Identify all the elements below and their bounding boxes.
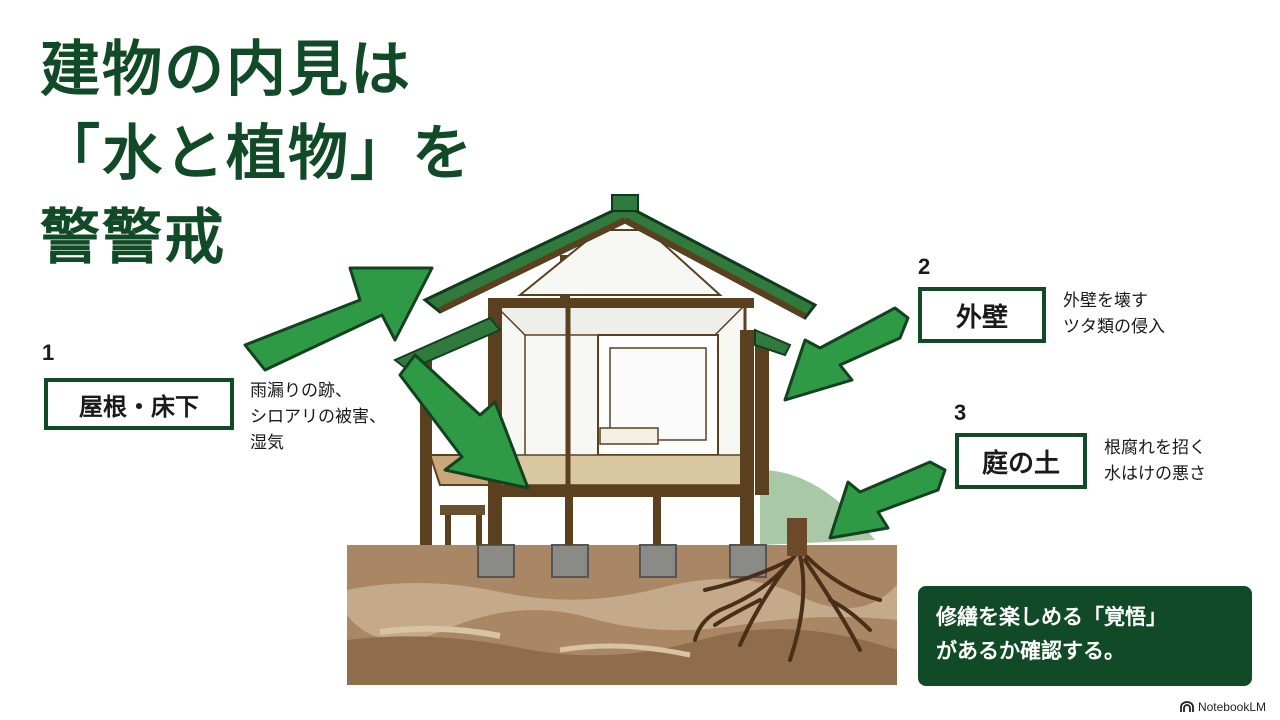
arrow-soil [828, 460, 947, 540]
callout-line-1: 修繕を楽しめる「覚悟」 [936, 605, 1167, 629]
point-2-number: 2 [918, 254, 931, 279]
point-1-desc-line-1: 雨漏りの跡、 [250, 381, 352, 401]
point-2-desc-line-2: ツタ類の侵入 [1063, 317, 1165, 337]
title-line-3: 警警戒 [40, 203, 226, 273]
title-line-1: 建物の内見は [40, 35, 412, 105]
arrow-underfloor [398, 353, 530, 490]
interior-room [493, 303, 747, 487]
brand-watermark: NotebookLM [1180, 700, 1266, 714]
arrow-wall [783, 306, 910, 402]
point-1-number: 1 [42, 340, 55, 365]
point-3-desc-line-2: 水はけの悪さ [1104, 464, 1206, 484]
point-1-desc-line-2: シロアリの被害、 [250, 407, 386, 427]
notebooklm-logo-icon [1180, 701, 1194, 712]
point-3-label: 庭の土 [981, 448, 1060, 479]
point-2-label: 外壁 [955, 302, 1008, 333]
title-line-2: 「水と植物」を [40, 119, 474, 189]
point-1-desc-line-3: 湿気 [250, 433, 284, 453]
point-3-number: 3 [954, 400, 967, 425]
tree-stump [787, 518, 807, 556]
point-1-label-box: 屋根・床下 [44, 378, 234, 430]
point-1-description: 雨漏りの跡、 シロアリの被害、 湿気 [250, 378, 386, 456]
page-title: 建物の内見は 「水と植物」を 警警戒 [40, 28, 474, 280]
soil-ground [347, 545, 897, 685]
main-roof [422, 194, 818, 320]
warning-arrows [243, 266, 947, 540]
conclusion-callout: 修繕を楽しめる「覚悟」 があるか確認する。 [918, 586, 1252, 686]
point-3-description: 根腐れを招く 水はけの悪さ [1104, 435, 1206, 487]
point-2-label-box: 外壁 [918, 287, 1046, 343]
point-3-desc-line-1: 根腐れを招く [1104, 438, 1206, 458]
point-1-label: 屋根・床下 [79, 392, 199, 421]
left-eave [393, 316, 502, 372]
point-3-label-box: 庭の土 [955, 433, 1087, 489]
arrow-roof [243, 266, 434, 372]
brand-name: NotebookLM [1197, 700, 1266, 714]
callout-line-2: があるか確認する。 [936, 639, 1125, 663]
point-2-description: 外壁を壊す ツタ類の侵入 [1063, 288, 1165, 340]
point-2-desc-line-1: 外壁を壊す [1063, 291, 1148, 311]
tree-roots [693, 518, 882, 662]
